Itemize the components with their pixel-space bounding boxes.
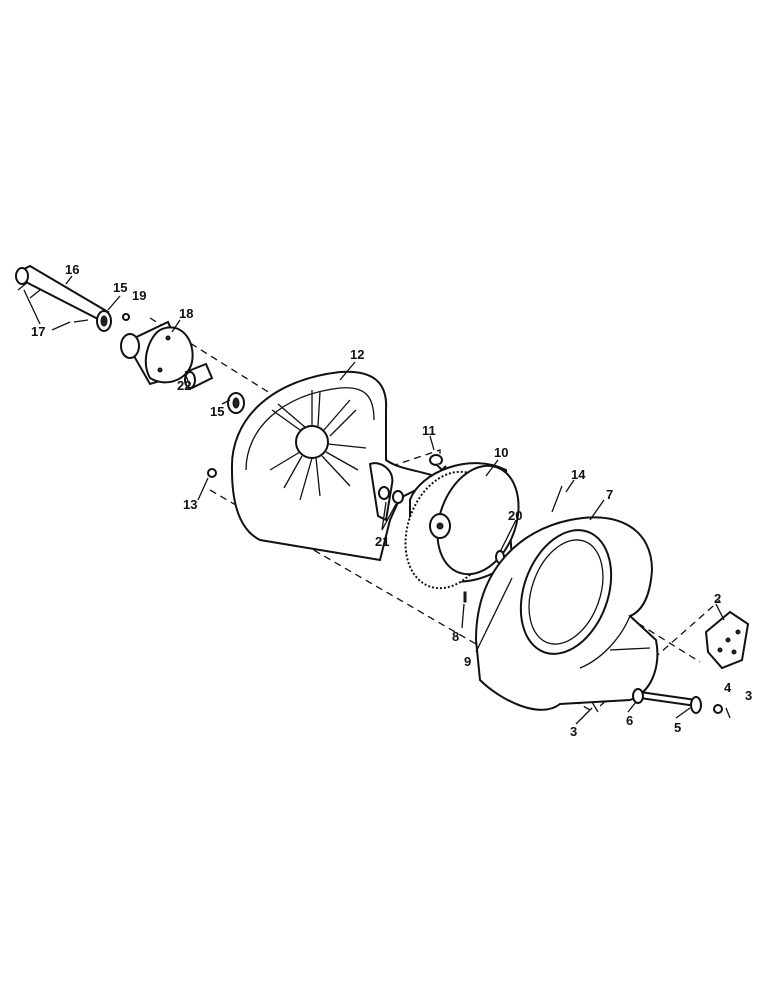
callout-3-left: 3 [570,724,577,739]
callout-13: 13 [183,497,197,512]
callout-9: 9 [464,654,471,669]
washer-part-21a [378,486,390,500]
callout-5: 5 [674,720,681,735]
callout-22: 22 [177,378,191,393]
callout-16: 16 [65,262,79,277]
callout-10: 10 [494,445,508,460]
sleeve-part-22 [184,362,214,390]
callout-3-right: 3 [745,688,752,703]
bolt-part-11 [429,454,447,472]
callout-17: 17 [31,324,45,339]
callout-21: 21 [375,534,389,549]
washer-part-4 [713,704,723,714]
clip-part-6 [632,688,644,704]
cover-plate-part-2 [704,610,750,670]
pin-part-17 [73,319,89,323]
shaft-part-16 [15,264,110,322]
callout-20: 20 [508,508,522,523]
key-part-8 [463,591,467,603]
screw-part-3-right [725,707,731,719]
fan-wheel-part-10 [404,462,520,590]
bearing-part-15 [96,310,112,332]
bearing-housing-part-18 [120,320,194,386]
bearing-part-15-lower [227,392,245,414]
front-housing-part-7 [474,516,659,711]
nut-part-13 [207,468,217,478]
callout-15: 15 [113,280,127,295]
callout-15-lower: 15 [210,404,224,419]
callout-4: 4 [724,680,732,695]
callout-labels: 16 15 19 18 17 22 15 12 11 10 13 14 7 20… [31,262,752,739]
callout-12: 12 [350,347,364,362]
callout-6: 6 [626,713,633,728]
fitting-part-19 [122,313,130,321]
callout-14: 14 [571,467,586,482]
screw-part-3-left [591,701,599,713]
callout-18: 18 [179,306,193,321]
back-plate-part-12 [230,370,443,562]
callout-19: 19 [132,288,146,303]
callout-2: 2 [714,591,721,606]
callout-8: 8 [452,629,459,644]
callout-7: 7 [606,487,613,502]
bolt-part-14 [551,485,563,513]
callout-11: 11 [422,423,436,438]
rod-part-5 [639,690,702,714]
washer-part-21b [392,490,404,504]
leader-lines [23,275,725,725]
